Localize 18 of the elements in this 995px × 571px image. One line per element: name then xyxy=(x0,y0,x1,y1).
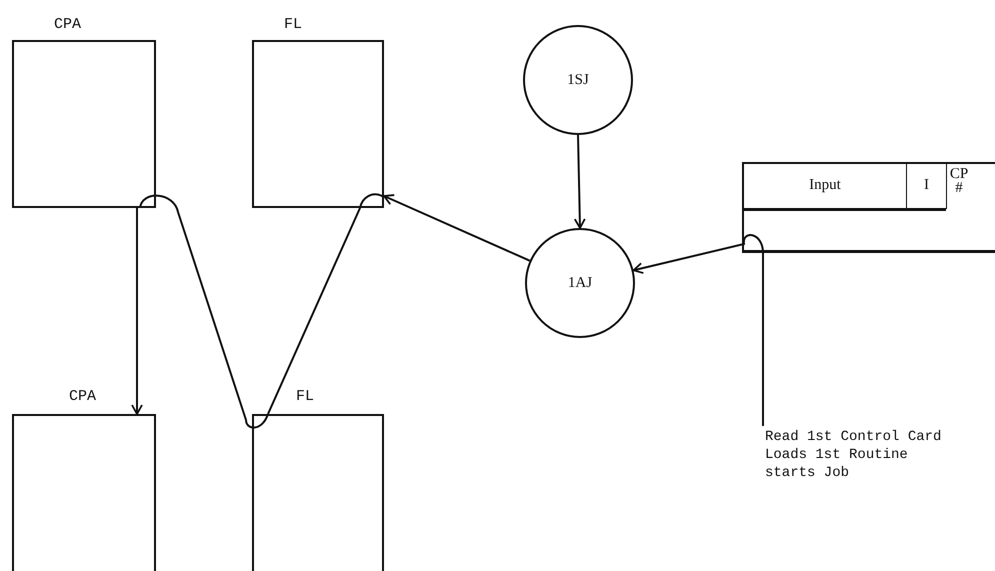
box-label: FL xyxy=(284,16,302,33)
box-label: FL xyxy=(296,388,314,405)
record-layout xyxy=(742,162,995,253)
arrow xyxy=(574,134,586,229)
connector-line xyxy=(267,193,384,414)
table-cell: Input xyxy=(744,164,906,211)
box-label: CPA xyxy=(69,388,96,405)
arrow xyxy=(632,234,764,274)
arrow xyxy=(383,194,530,262)
leader-line xyxy=(762,253,764,426)
node-label: 1SJ xyxy=(567,72,589,88)
arrow xyxy=(131,208,143,415)
connector-line xyxy=(139,194,269,428)
box-label: CPA xyxy=(54,16,82,33)
note-text: Read 1st Control Card Loads 1st Routine starts Job xyxy=(765,428,942,482)
table-cell: I xyxy=(906,164,946,211)
table-cell-text: CP # xyxy=(948,165,970,198)
node-label: 1AJ xyxy=(568,274,592,292)
